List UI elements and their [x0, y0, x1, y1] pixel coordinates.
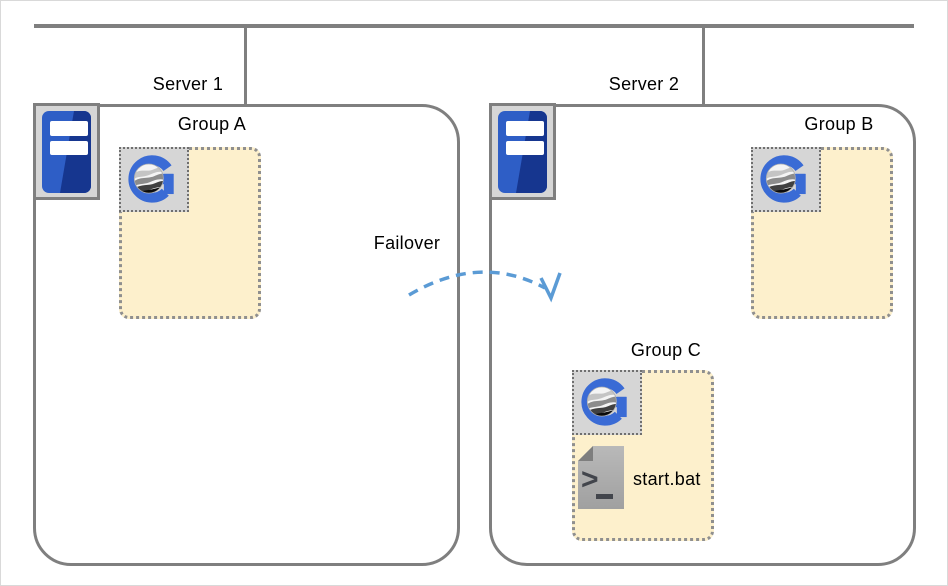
failover-label: Failover: [373, 233, 441, 253]
server-icon: [33, 103, 100, 200]
group-c-label: Group C: [630, 340, 702, 360]
globe-g-logo-icon: [751, 147, 821, 212]
terminal-script-icon: [578, 446, 624, 509]
globe-g-logo-icon: [572, 370, 642, 435]
server-icon: [489, 103, 556, 200]
group-a-box: [119, 147, 261, 319]
group-a-label: Group A: [177, 114, 247, 134]
group-b-label: Group B: [804, 114, 874, 134]
batch-file-label: start.bat: [633, 469, 701, 489]
network-bus-line: [34, 24, 914, 28]
network-drop-line-server2: [702, 26, 705, 104]
server-1-label: Server 1: [152, 74, 224, 94]
globe-g-logo-icon: [119, 147, 189, 212]
network-drop-line-server1: [244, 26, 247, 104]
server-2-label: Server 2: [608, 74, 680, 94]
